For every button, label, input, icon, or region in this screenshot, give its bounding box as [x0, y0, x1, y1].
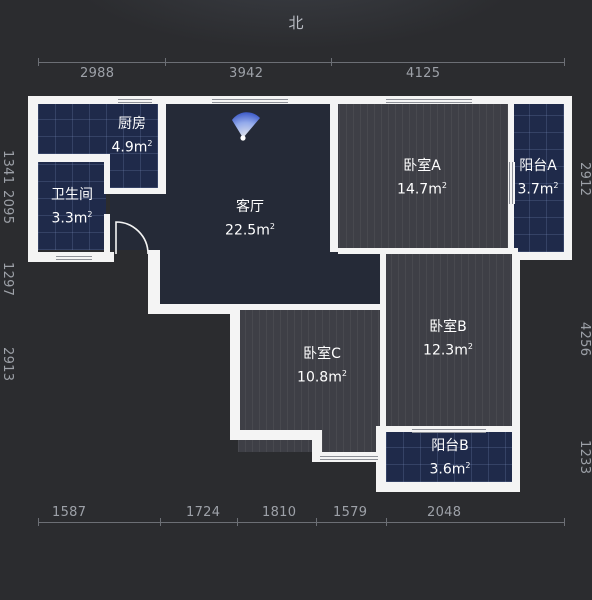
dim-left-4: 2913: [0, 347, 15, 382]
room-bedroom-a-area: 14.7m: [397, 181, 442, 198]
wall-bedroom-c-step: [312, 430, 322, 460]
area-unit-sup: 2: [147, 139, 153, 148]
wall-bedroom-c-top: [236, 304, 386, 310]
room-bedroom-b-area: 12.3m: [423, 342, 468, 359]
wall-balcony-b-left: [376, 426, 386, 492]
room-balcony-b-area: 3.6m: [429, 461, 466, 478]
wall-living-right: [330, 96, 338, 252]
room-bedroom-b-name: 卧室B: [429, 319, 467, 335]
room-balcony-a-name: 阳台A: [519, 158, 557, 174]
balcony-b-floor: [386, 430, 512, 482]
wall-right-outer: [564, 96, 572, 260]
window-balcony-a: [509, 162, 515, 204]
dim-left-1: 1341: [0, 150, 15, 185]
wall-balcony-b-bottom: [376, 482, 520, 492]
wall-balcony-b-right: [512, 252, 520, 492]
wall-bedroom-c-bottom-left: [230, 430, 316, 440]
area-unit-sup: 2: [467, 342, 473, 351]
window-bedroom-a: [386, 97, 472, 103]
area-unit-sup: 2: [87, 210, 93, 219]
room-living-area: 22.5m: [225, 222, 270, 239]
wall-top-left: [28, 96, 168, 104]
room-bedroom-c: 卧室C 10.8m2: [270, 345, 374, 388]
room-bedroom-a-name: 卧室A: [403, 158, 441, 174]
balcony-a-floor: [512, 104, 564, 252]
wall-bedroom-a-bottom: [338, 248, 518, 254]
wall-bath-right-lower: [104, 214, 110, 254]
area-unit-sup: 2: [465, 461, 471, 470]
window-bedroom-c: [320, 454, 378, 460]
hall-floor: [110, 190, 170, 250]
dim-bottom-4: 1579: [333, 505, 368, 520]
dim-right-1: 2912: [577, 162, 592, 197]
room-kitchen: 厨房 4.9m2: [104, 115, 160, 158]
bathroom-floor: [38, 162, 106, 250]
wall-left-outer: [28, 96, 38, 262]
room-balcony-a-area: 3.7m: [517, 181, 554, 198]
room-bathroom: 卫生间 3.3m2: [38, 186, 106, 229]
room-living: 客厅 22.5m2: [200, 198, 300, 241]
door-swing-icon: [115, 221, 149, 255]
bedroom-b-floor: [384, 252, 512, 430]
room-bedroom-a: 卧室A 14.7m2: [372, 157, 472, 200]
room-bathroom-name: 卫生间: [51, 187, 93, 203]
wall-bedroom-b-left: [380, 254, 386, 432]
room-kitchen-area: 4.9m: [111, 139, 148, 156]
wall-kitchen-bottom: [28, 154, 108, 162]
room-bedroom-c-area: 10.8m: [297, 369, 342, 386]
window-bathroom: [56, 254, 92, 260]
room-balcony-b: 阳台B 3.6m2: [400, 437, 500, 480]
bedroom-c-floor: [238, 306, 384, 452]
room-bathroom-area: 3.3m: [51, 210, 88, 227]
dim-left-3: 1297: [0, 262, 15, 297]
wall-living-bottom: [148, 304, 238, 314]
area-unit-sup: 2: [441, 181, 447, 190]
wall-kitchen-bottom-2: [104, 188, 166, 194]
corridor-floor: [330, 250, 386, 306]
dim-bottom-5: 2048: [427, 505, 462, 520]
dim-bottom-1: 1587: [52, 505, 87, 520]
area-unit-sup: 2: [553, 181, 559, 190]
area-unit-sup: 2: [341, 369, 347, 378]
window-kitchen: [118, 97, 152, 103]
wall-right-lower-join: [512, 252, 572, 260]
wall-hall-bottom: [92, 252, 112, 262]
bedroom-a-floor: [332, 104, 512, 252]
window-living: [212, 97, 288, 103]
room-living-name: 客厅: [236, 199, 264, 215]
room-balcony-a: 阳台A 3.7m2: [510, 157, 566, 200]
window-balcony-b: [412, 427, 486, 433]
dim-right-3: 1233: [577, 440, 592, 475]
wall-bedroom-c-left: [230, 304, 240, 434]
room-kitchen-name: 厨房: [118, 116, 146, 132]
living-room-floor: [160, 104, 332, 306]
area-unit-sup: 2: [269, 222, 275, 231]
dim-top-2: 3942: [229, 66, 264, 81]
wall-bath-right: [104, 154, 110, 194]
dim-left-2: 2095: [0, 190, 15, 225]
room-bedroom-c-name: 卧室C: [303, 346, 341, 362]
dim-bottom-3: 1810: [262, 505, 297, 520]
wall-kitchen-right: [158, 96, 166, 192]
north-label: 北: [288, 14, 304, 32]
dim-bottom-2: 1724: [186, 505, 221, 520]
room-bedroom-b: 卧室B 12.3m2: [400, 318, 496, 361]
dim-top-3: 4125: [406, 66, 441, 81]
dim-top-1: 2988: [80, 66, 115, 81]
wall-hall-right: [148, 250, 160, 312]
room-balcony-b-name: 阳台B: [431, 438, 469, 454]
dim-right-2: 4256: [577, 322, 592, 357]
camera-view-icon: [232, 112, 260, 141]
